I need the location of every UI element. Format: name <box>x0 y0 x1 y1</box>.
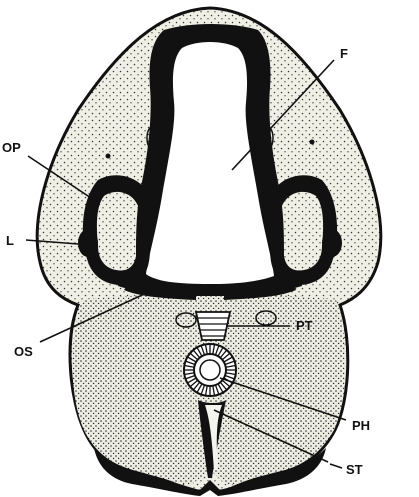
label-ST: ST <box>346 462 363 477</box>
lens-right <box>322 229 342 257</box>
label-OP: OP <box>2 140 21 155</box>
pharynx <box>184 344 236 396</box>
label-PT: PT <box>296 318 313 333</box>
label-L: L <box>6 233 14 248</box>
label-OS: OS <box>14 344 33 359</box>
lens-left <box>78 229 98 257</box>
label-PH: PH <box>352 418 370 433</box>
label-F: F <box>340 46 348 61</box>
